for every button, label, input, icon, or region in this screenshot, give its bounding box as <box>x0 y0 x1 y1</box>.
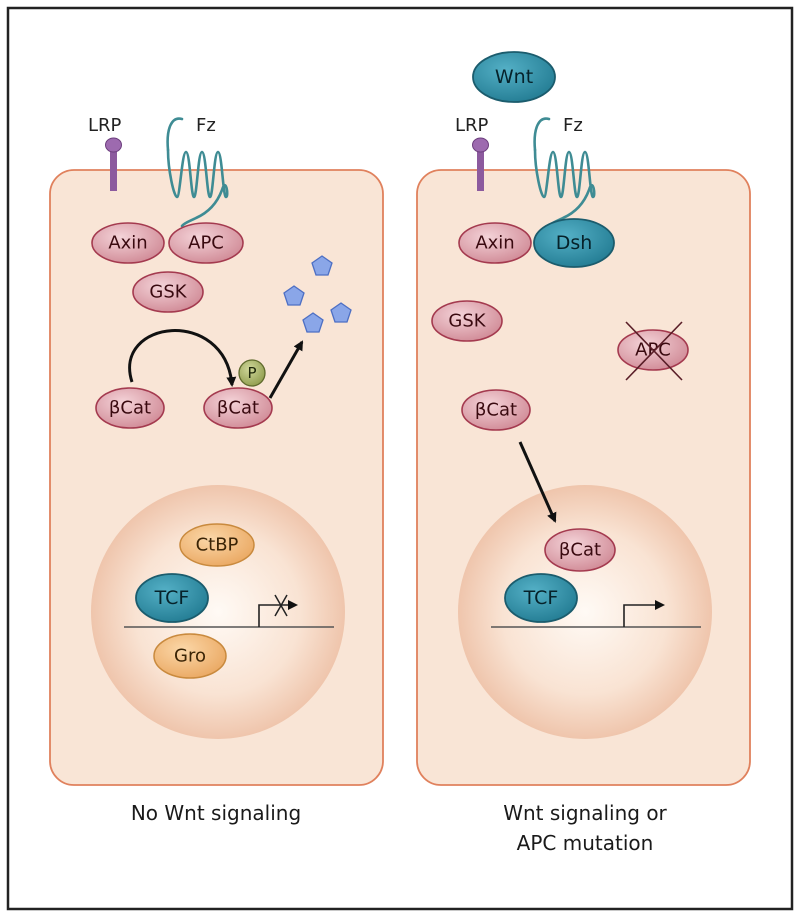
phosphorylation-arrow <box>128 329 237 387</box>
svg-text:GSK: GSK <box>448 311 486 332</box>
left-apc: APC <box>168 222 244 264</box>
left-gsk: GSK <box>132 271 204 313</box>
right-lrp-label: LRP <box>455 115 489 136</box>
left-tcf: TCF <box>135 573 209 623</box>
svg-text:Dsh: Dsh <box>556 232 593 254</box>
left-nucleus <box>91 485 345 739</box>
mutation-cross-icon <box>625 321 683 381</box>
svg-text:Axin: Axin <box>475 233 514 254</box>
svg-text:βCat: βCat <box>109 398 151 419</box>
left-ctbp: CtBP <box>179 523 255 567</box>
right-caption-line2: APC mutation <box>517 831 654 855</box>
right-nucleus <box>458 485 712 739</box>
svg-text:βCat: βCat <box>475 400 517 421</box>
left-bcat-free: βCat <box>95 387 165 429</box>
svg-text:βCat: βCat <box>559 540 601 561</box>
right-tcf: TCF <box>504 573 578 623</box>
right-bcat-nuclear: βCat <box>544 528 616 572</box>
svg-text:βCat: βCat <box>217 398 259 419</box>
left-bcat-phosphorylated: βCat <box>203 387 273 429</box>
svg-text:TCF: TCF <box>154 587 190 609</box>
right-bcat-free: βCat <box>461 389 531 431</box>
svg-text:Wnt: Wnt <box>495 66 533 88</box>
lrp-receptor-icon <box>105 137 122 191</box>
right-caption-line1: Wnt signaling or <box>503 801 667 825</box>
lrp-receptor-icon <box>472 137 489 191</box>
left-panel: LRP Fz Axin APC GSK βCat <box>49 115 384 825</box>
phosphate-badge: P <box>238 359 266 387</box>
frizzled-receptor-icon <box>533 117 596 228</box>
transcription-block-icon <box>274 594 288 617</box>
right-dsh: Dsh <box>533 218 615 268</box>
svg-text:TCF: TCF <box>523 587 559 609</box>
left-fz-label: Fz <box>196 115 216 136</box>
right-transcription-start-active <box>623 600 665 627</box>
svg-text:APC: APC <box>188 233 224 254</box>
frizzled-receptor-icon <box>166 117 229 228</box>
right-fz-label: Fz <box>563 115 583 136</box>
left-caption: No Wnt signaling <box>131 801 301 825</box>
left-lrp-label: LRP <box>88 115 122 136</box>
right-gsk: GSK <box>431 300 503 342</box>
degradation-fragments-icon <box>283 255 352 333</box>
left-gro: Gro <box>153 633 227 679</box>
svg-text:Axin: Axin <box>108 233 147 254</box>
degradation-arrow <box>268 340 304 399</box>
left-transcription-start-blocked <box>258 600 298 627</box>
right-panel: Wnt LRP Fz Axin Dsh GSK <box>416 51 751 855</box>
wnt-ligand: Wnt <box>472 51 556 103</box>
svg-text:Gro: Gro <box>174 646 206 667</box>
svg-text:P: P <box>247 364 256 382</box>
right-axin: Axin <box>458 222 532 264</box>
nuclear-translocation-arrow <box>518 441 557 523</box>
svg-text:GSK: GSK <box>149 282 187 303</box>
left-axin: Axin <box>91 222 165 264</box>
svg-text:CtBP: CtBP <box>196 535 239 556</box>
